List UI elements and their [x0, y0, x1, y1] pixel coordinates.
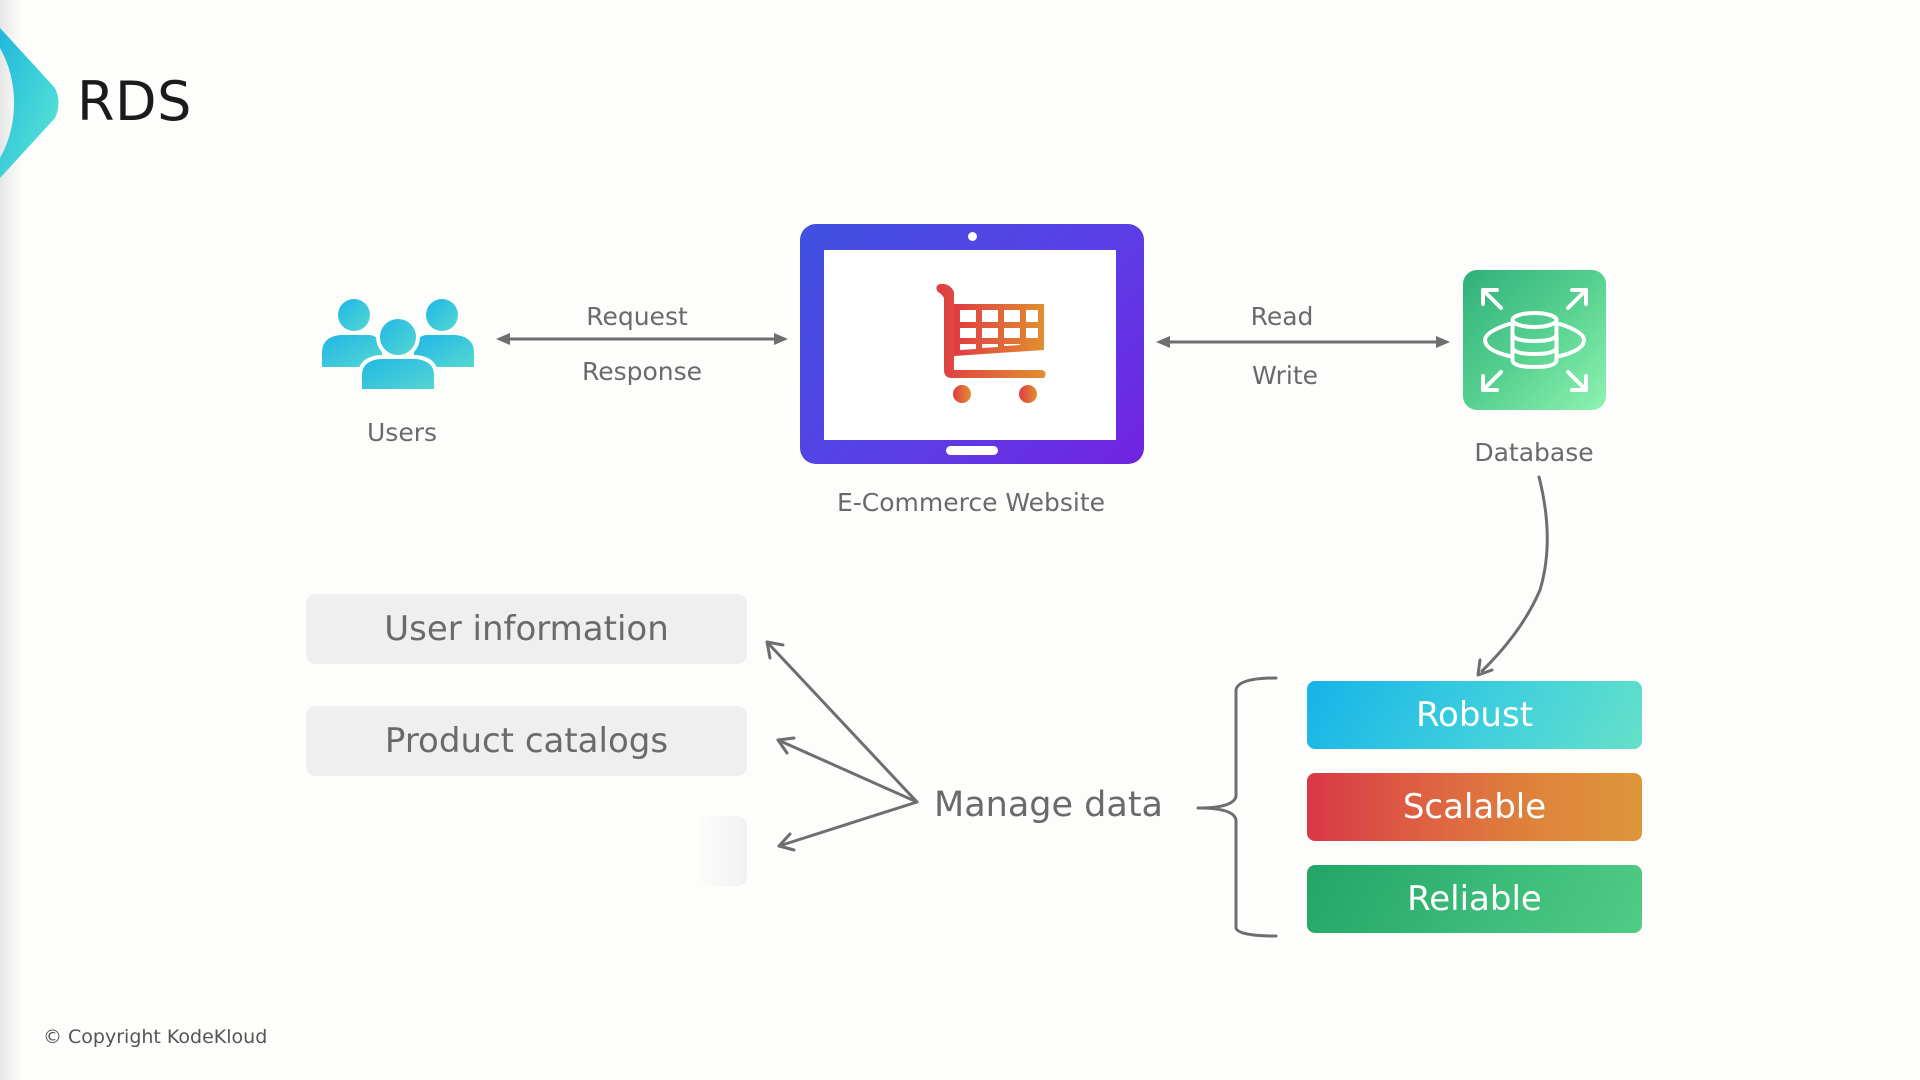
rds-database-icon	[1481, 288, 1588, 392]
request-label: Request	[586, 302, 688, 331]
quality-robust: Robust	[1307, 681, 1642, 749]
database-to-qualities-arrow	[1476, 475, 1549, 677]
website-label: E-Commerce Website	[836, 488, 1106, 517]
data-item-user-information: User information	[306, 594, 747, 664]
read-label: Read	[1250, 302, 1314, 331]
quality-reliable: Reliable	[1307, 865, 1642, 933]
tablet-screen	[824, 250, 1116, 440]
response-label: Response	[581, 357, 703, 386]
manage-data-arrows	[765, 640, 919, 852]
tablet-home-button	[946, 446, 998, 455]
users-group-icon	[322, 299, 474, 391]
qualities-brace	[1196, 676, 1278, 938]
read-write-arrow	[1156, 336, 1450, 348]
data-item-product-catalogs: Product catalogs	[306, 706, 747, 776]
slide-title: RDS	[77, 70, 192, 133]
copyright-text: © Copyright KodeKloud	[43, 1026, 268, 1048]
write-label: Write	[1251, 361, 1319, 390]
kodekloud-chevron-icon	[0, 28, 59, 178]
quality-scalable: Scalable	[1307, 773, 1642, 841]
request-response-arrow	[496, 333, 788, 345]
database-tile	[1463, 270, 1606, 410]
database-label: Database	[1474, 438, 1594, 467]
data-item-appearing	[700, 816, 747, 886]
users-label: Users	[366, 418, 438, 447]
ecommerce-website-tablet	[800, 224, 1144, 464]
manage-data-label: Manage data	[934, 785, 1163, 825]
shopping-cart-icon	[936, 284, 1046, 403]
tablet-camera	[968, 232, 977, 241]
left-edge-shade	[0, 0, 22, 1080]
